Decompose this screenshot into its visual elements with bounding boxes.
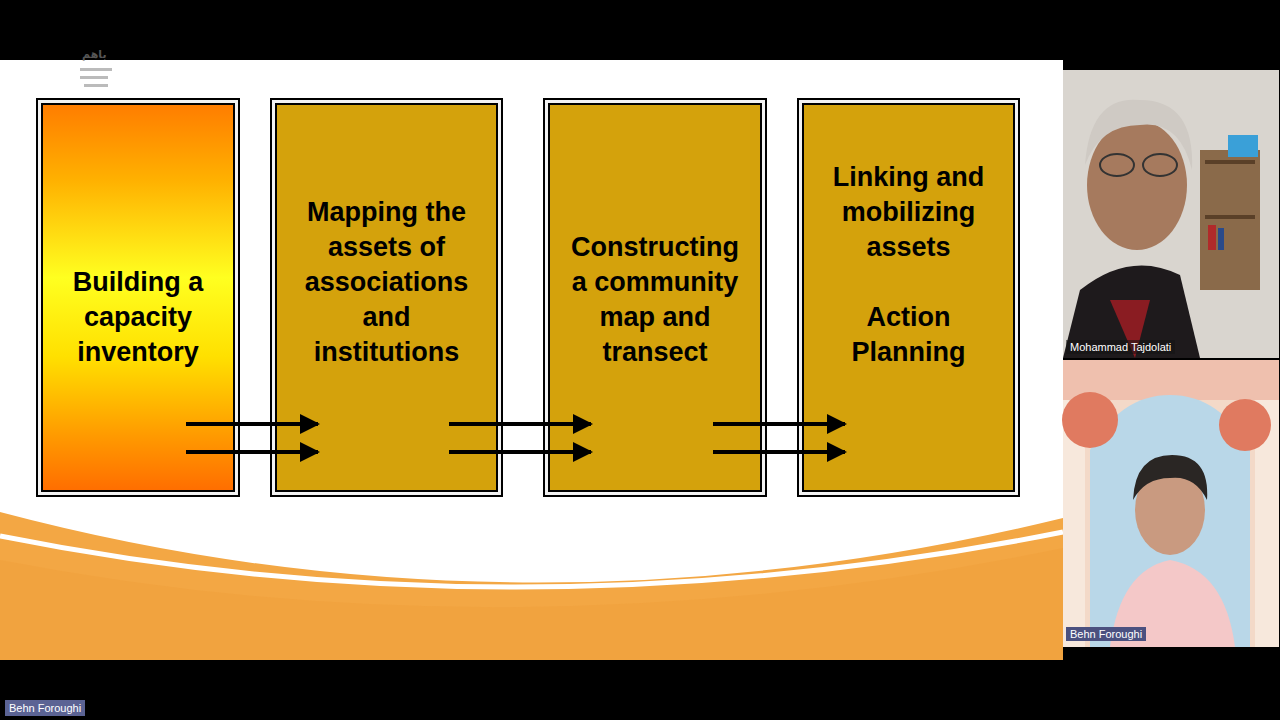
process-box: Building a capacity inventory	[36, 98, 240, 497]
arrow-line	[186, 450, 318, 454]
slide-area	[0, 60, 1063, 660]
video-tile	[1062, 360, 1279, 647]
participant-name: Mohammad Tajdolati	[1066, 340, 1175, 354]
orange-wave	[0, 512, 1063, 660]
box-text: Mapping the assets of associations and i…	[292, 195, 482, 370]
arrow-line	[449, 422, 591, 426]
logo-text: باهم	[82, 48, 107, 61]
logo-mark	[80, 68, 112, 87]
participant-name: Behn Foroughi	[5, 700, 85, 716]
arrow-line	[449, 450, 591, 454]
box-text: Linking and mobilizing assets	[819, 160, 999, 265]
process-box: Mapping the assets of associations and i…	[270, 98, 503, 497]
arrow-line	[186, 422, 318, 426]
box-text: Action Planning	[819, 300, 999, 370]
participant-name: Behn Foroughi	[1066, 627, 1146, 641]
box-text: Building a capacity inventory	[53, 265, 223, 370]
process-box: Linking and mobilizing assetsAction Plan…	[797, 98, 1020, 497]
video-tile	[1063, 70, 1279, 358]
wave-shade	[0, 548, 1063, 660]
box-text: Constructing a community map and transec…	[563, 230, 748, 370]
process-box: Constructing a community map and transec…	[543, 98, 767, 497]
arrow-line	[713, 422, 845, 426]
arrow-line	[713, 450, 845, 454]
